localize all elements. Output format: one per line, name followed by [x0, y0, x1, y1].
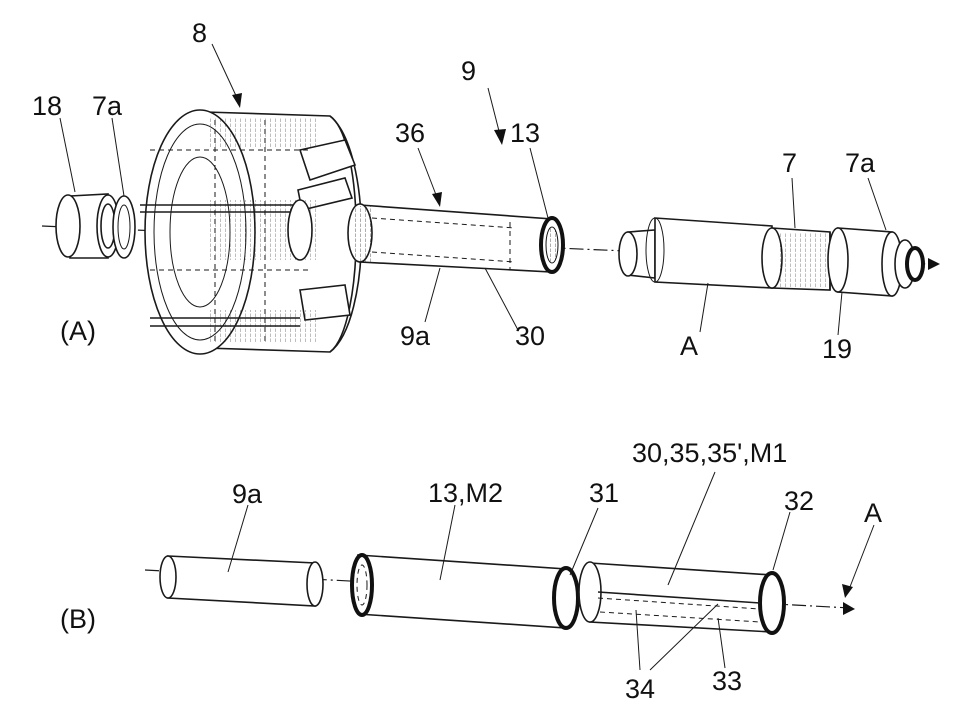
- label-7: 7: [782, 148, 797, 178]
- part-7a-right-bearing: [895, 240, 923, 288]
- label-13-m2: 13,M2: [428, 478, 503, 508]
- panel-a: 8 9 18 7a 36 13 7 7a 9a 30 A 19 (A): [32, 18, 940, 364]
- label-36: 36: [395, 118, 425, 148]
- label-9a: 9a: [400, 321, 431, 351]
- panel-b-label: (B): [60, 604, 96, 634]
- label-33: 33: [712, 666, 742, 696]
- label-32: 32: [784, 486, 814, 516]
- label-13: 13: [510, 118, 540, 148]
- label-30: 30: [515, 321, 545, 351]
- part-30-tube: [579, 562, 784, 633]
- label-18: 18: [32, 91, 62, 121]
- part-19-end-cylinder: [828, 228, 902, 296]
- part-a-insert: [619, 218, 772, 288]
- part-7-ring: [762, 228, 830, 290]
- label-9: 9: [461, 56, 476, 86]
- label-a: A: [680, 331, 698, 361]
- part-7a-left-ring: [113, 196, 135, 258]
- part-13-m2-sleeve: [352, 555, 578, 628]
- panel-b: 9a 13,M2 31 30,35,35',M1 32 A 34 33 (B): [60, 438, 882, 704]
- part-18-cylinder: [56, 194, 119, 258]
- panel-a-label: (A): [60, 316, 96, 346]
- part-9-shaft-assembly: [348, 204, 563, 272]
- axis-arrow-b: [843, 602, 855, 615]
- part-9a-rod: [160, 556, 323, 606]
- label-34: 34: [625, 674, 655, 704]
- label-7a-left: 7a: [92, 91, 123, 121]
- part-8-rotor-body: [140, 110, 362, 354]
- axis-arrow-a: [928, 258, 940, 270]
- label-8: 8: [192, 18, 207, 48]
- label-7a-right: 7a: [845, 148, 876, 178]
- label-a-b: A: [864, 498, 882, 528]
- label-19: 19: [822, 334, 852, 364]
- label-9a-b: 9a: [232, 479, 263, 509]
- label-31: 31: [589, 478, 619, 508]
- label-30-35-35p-m1: 30,35,35',M1: [632, 438, 787, 468]
